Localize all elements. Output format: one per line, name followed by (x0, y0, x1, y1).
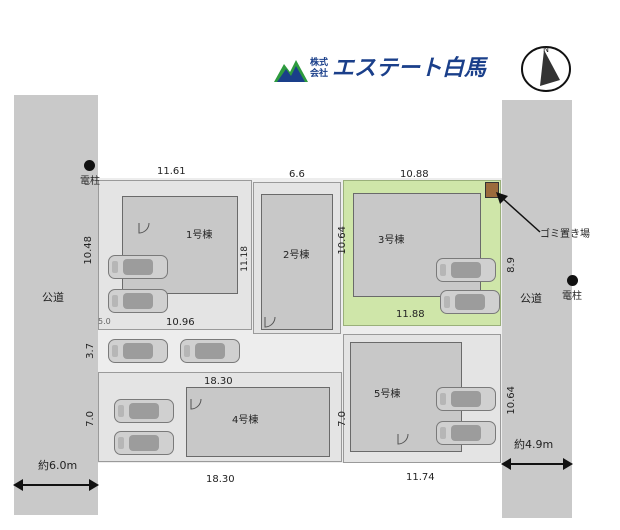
parking-car (114, 399, 174, 423)
parking-car (436, 421, 496, 445)
door-mark-icon (397, 433, 409, 445)
lot-1-bottom-dimension: 10.96 (166, 317, 195, 328)
parking-car (180, 339, 240, 363)
garbage-label: ゴミ置き場 (540, 229, 590, 240)
east-road-label: 公道 (520, 292, 542, 305)
gap-dimension: 3.7 (85, 343, 96, 359)
logo-prefix-top: 株式 (310, 58, 329, 68)
lot-5-side-dimension: 7.0 (337, 411, 348, 427)
door-mark-icon (138, 222, 150, 234)
compass-icon (521, 46, 571, 92)
east-road-width: 約4.9m (514, 438, 554, 451)
building-4 (186, 387, 330, 457)
west-road-width-arrow-icon (13, 479, 99, 491)
lot-3-name: 3号棟 (378, 235, 405, 246)
garbage-area (485, 182, 499, 198)
parking-car (108, 255, 168, 279)
utility-pole-label-west: 電柱 (80, 176, 100, 187)
west-road (14, 95, 98, 515)
parking-car (108, 289, 168, 313)
east-road (502, 100, 572, 518)
logo-prefix-bottom: 会社 (310, 69, 329, 79)
mark-label: 5.0 (98, 317, 111, 326)
arrow-icon (496, 192, 541, 233)
lot-5-bottom-dimension: 11.74 (406, 472, 435, 483)
parking-car (440, 290, 500, 314)
lot-3-east-dimension: 8.9 (506, 257, 517, 273)
lot-5-name: 5号棟 (374, 389, 401, 400)
lot-2-name: 2号棟 (283, 250, 310, 261)
lot-2-top-dimension: 6.6 (289, 169, 305, 180)
west-road-width: 約6.0m (38, 459, 78, 472)
parking-car (108, 339, 168, 363)
lot-3-bottom-dimension: 11.88 (396, 309, 425, 320)
lot-1-top-dimension: 11.61 (157, 166, 186, 177)
parking-car (114, 431, 174, 455)
building-1 (122, 196, 238, 294)
lot-4-top-dimension: 18.30 (204, 376, 233, 387)
lot-1-name: 1号棟 (186, 230, 213, 241)
company-logo: 株式 会社 エステート白馬 (274, 54, 487, 86)
west-road-label: 公道 (42, 291, 64, 304)
door-mark-icon (264, 316, 276, 328)
east-road-width-arrow-icon (501, 458, 573, 470)
north-arrow: N (520, 44, 572, 94)
lot-1-inner-dimension: 11.18 (240, 246, 250, 272)
utility-pole-east (567, 275, 578, 286)
lot-1-side-dimension: 10.48 (83, 236, 94, 265)
lot-5-east-dimension: 10.64 (506, 386, 517, 415)
parking-car (436, 387, 496, 411)
mountain-logo-icon (274, 60, 308, 82)
building-2 (261, 194, 333, 330)
lot-3-top-dimension: 10.88 (400, 169, 429, 180)
door-mark-icon (190, 398, 202, 410)
utility-pole-label-east: 電柱 (562, 291, 582, 302)
north-label: N (543, 45, 549, 54)
lot-3-side-dimension: 10.64 (337, 226, 348, 255)
lot-4-side-dimension: 7.0 (85, 411, 96, 427)
utility-pole-west (84, 160, 95, 171)
parking-car (436, 258, 496, 282)
company-name: エステート白馬 (332, 56, 487, 81)
lot-4-bottom-dimension: 18.30 (206, 474, 235, 485)
lot-4-name: 4号棟 (232, 415, 259, 426)
